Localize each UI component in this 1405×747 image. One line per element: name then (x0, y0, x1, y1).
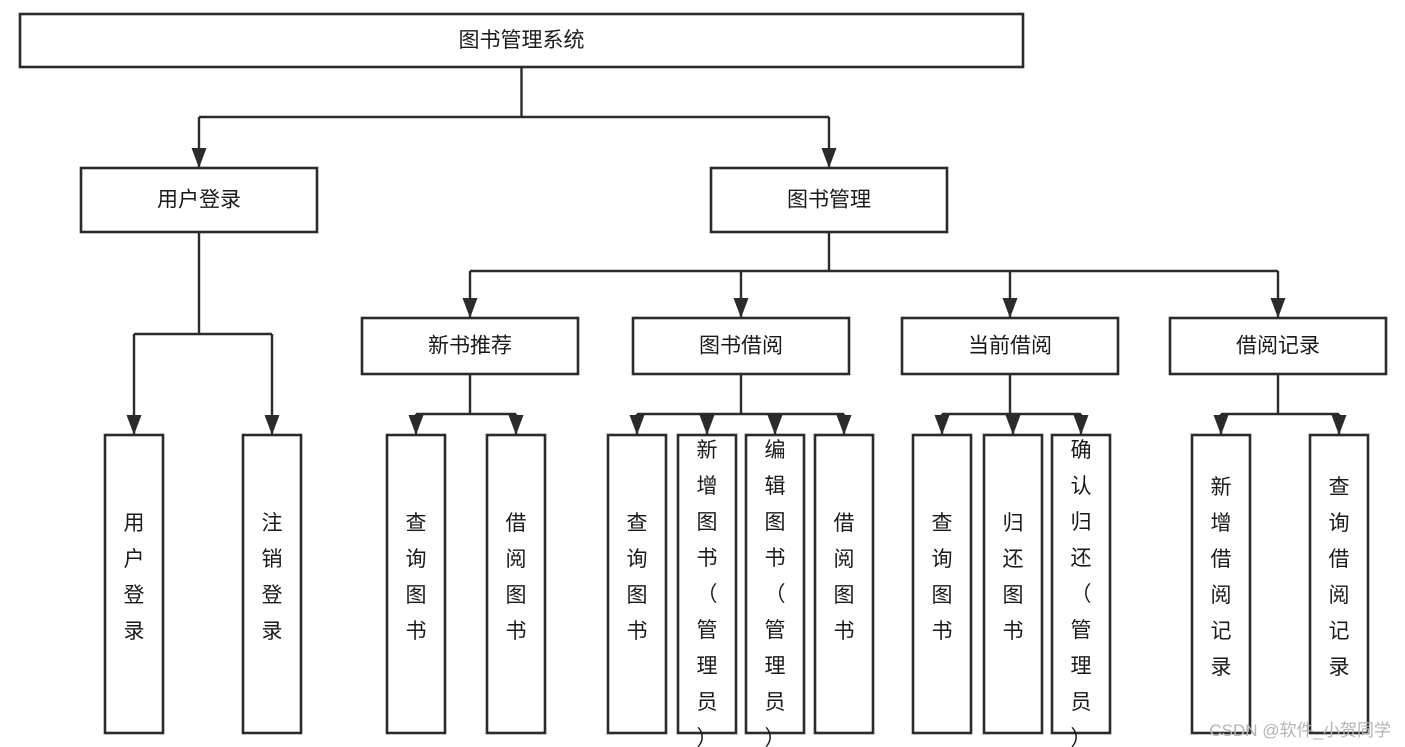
node-leaf-4[interactable]: 查询图书 (606, 433, 668, 735)
node-label: 图书管理 (787, 189, 871, 212)
node-level2-1[interactable]: 图书借阅 (631, 316, 851, 376)
arrow-head-icon (767, 415, 783, 435)
arrow-head-icon (1213, 415, 1229, 435)
node-level2-0[interactable]: 新书推荐 (360, 316, 580, 376)
node-label: 图书管理系统 (459, 29, 585, 52)
arrow-head-icon (264, 415, 280, 435)
node-box (982, 433, 1044, 735)
node-box (813, 433, 875, 735)
node-label: 确认归还（管理员） (1071, 439, 1092, 747)
node-leaf-9[interactable]: 归还图书 (982, 433, 1044, 735)
node-leaf-8[interactable]: 查询图书 (911, 433, 973, 735)
node-label: 用户登录 (124, 512, 145, 643)
node-box (485, 433, 547, 735)
node-label: 归还图书 (1003, 512, 1024, 643)
node-box (744, 433, 806, 735)
node-box (360, 316, 580, 376)
arrow-head-icon (508, 415, 524, 435)
node-label: 查询借阅记录 (1329, 476, 1350, 679)
node-leaf-1[interactable]: 注销登录 (241, 433, 303, 735)
node-box (606, 433, 668, 735)
arrow-head-icon (1002, 298, 1018, 318)
node-box (911, 433, 973, 735)
node-layer: 图书管理系统用户登录图书管理新书推荐图书借阅当前借阅借阅记录用户登录注销登录查询… (18, 12, 1388, 747)
node-label: 新增图书（管理员） (697, 439, 718, 747)
node-label: 查询图书 (932, 512, 953, 643)
arrow-head-icon (733, 298, 749, 318)
node-box (1168, 316, 1388, 376)
connector-layer (126, 67, 1347, 435)
node-leaf-3[interactable]: 借阅图书 (485, 433, 547, 735)
arrow-head-icon (462, 298, 478, 318)
node-level1-1[interactable]: 图书管理 (709, 166, 949, 234)
node-label: 查询图书 (406, 512, 427, 643)
arrow-head-icon (191, 148, 207, 168)
node-label: 新书推荐 (428, 335, 512, 358)
node-box (1190, 433, 1252, 735)
arrow-head-icon (629, 415, 645, 435)
node-box (900, 316, 1120, 376)
node-box (1308, 433, 1370, 735)
node-leaf-6[interactable]: 编辑图书（管理员） (744, 433, 806, 747)
node-box (18, 12, 1025, 69)
arrow-head-icon (699, 415, 715, 435)
node-label: 借阅图书 (834, 512, 855, 643)
watermark-text: CSDN @软件_小贺同学 (1209, 721, 1391, 740)
node-level1-0[interactable]: 用户登录 (79, 166, 319, 234)
node-box (709, 166, 949, 234)
node-leaf-11[interactable]: 新增借阅记录 (1190, 433, 1252, 735)
node-label: 查询图书 (627, 512, 648, 643)
node-root-0[interactable]: 图书管理系统 (18, 12, 1025, 69)
arrow-head-icon (1005, 415, 1021, 435)
arrow-head-icon (126, 415, 142, 435)
node-label: 编辑图书（管理员） (765, 439, 786, 747)
arrow-head-icon (934, 415, 950, 435)
arrow-head-icon (1270, 298, 1286, 318)
node-box (631, 316, 851, 376)
arrow-head-icon (1073, 415, 1089, 435)
node-leaf-7[interactable]: 借阅图书 (813, 433, 875, 735)
arrow-head-icon (821, 148, 837, 168)
node-label: 当前借阅 (968, 335, 1052, 358)
node-box (79, 166, 319, 234)
node-box (241, 433, 303, 735)
arrow-head-icon (1331, 415, 1347, 435)
node-label: 注销登录 (262, 512, 283, 643)
node-level2-2[interactable]: 当前借阅 (900, 316, 1120, 376)
node-leaf-2[interactable]: 查询图书 (385, 433, 447, 735)
node-label: 借阅记录 (1236, 335, 1320, 358)
node-leaf-5[interactable]: 新增图书（管理员） (676, 433, 738, 747)
node-leaf-0[interactable]: 用户登录 (103, 433, 165, 735)
node-leaf-12[interactable]: 查询借阅记录 (1308, 433, 1370, 735)
node-box (385, 433, 447, 735)
arrow-head-icon (836, 415, 852, 435)
node-leaf-10[interactable]: 确认归还（管理员） (1050, 433, 1112, 747)
arrow-head-icon (408, 415, 424, 435)
node-box (103, 433, 165, 735)
node-box (676, 433, 738, 735)
node-label: 图书借阅 (699, 335, 783, 358)
node-level2-3[interactable]: 借阅记录 (1168, 316, 1388, 376)
node-label: 用户登录 (157, 189, 241, 212)
node-label: 新增借阅记录 (1211, 476, 1232, 679)
node-box (1050, 433, 1112, 735)
node-label: 借阅图书 (506, 512, 527, 643)
